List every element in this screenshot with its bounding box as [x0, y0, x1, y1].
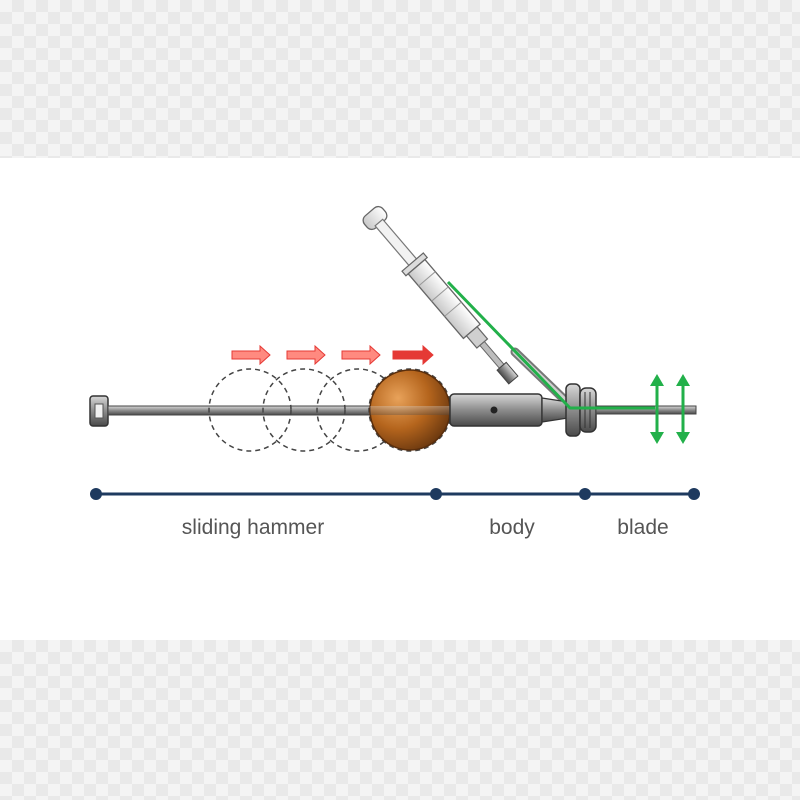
checker-background-bottom — [0, 640, 800, 800]
section-timeline — [90, 488, 700, 500]
oscillation-arrows — [650, 374, 690, 444]
timeline-node-blade — [579, 488, 591, 500]
hammer-ghost-1 — [208, 368, 292, 452]
motion-arrow-3 — [341, 344, 381, 366]
label-sliding-hammer: sliding hammer — [181, 516, 325, 539]
motion-arrow-4 — [392, 344, 434, 366]
syringe — [362, 205, 519, 385]
oscillation-arrow-2 — [676, 374, 690, 444]
end-cap — [89, 395, 109, 427]
instrument-body — [449, 383, 597, 437]
label-blade: blade — [617, 516, 669, 539]
body-screw — [490, 406, 498, 414]
checker-background-top — [0, 0, 800, 158]
motion-arrow-1 — [231, 344, 271, 366]
timeline-node-end — [688, 488, 700, 500]
fluid-path — [446, 280, 655, 410]
label-body: body — [489, 516, 535, 539]
blade — [595, 405, 697, 415]
timeline-node-body — [430, 488, 442, 500]
hammer-ghost-2 — [262, 368, 346, 452]
oscillation-arrow-1 — [650, 374, 664, 444]
motion-arrow-2 — [286, 344, 326, 366]
motion-arrows — [231, 344, 434, 366]
timeline-node-start — [90, 488, 102, 500]
